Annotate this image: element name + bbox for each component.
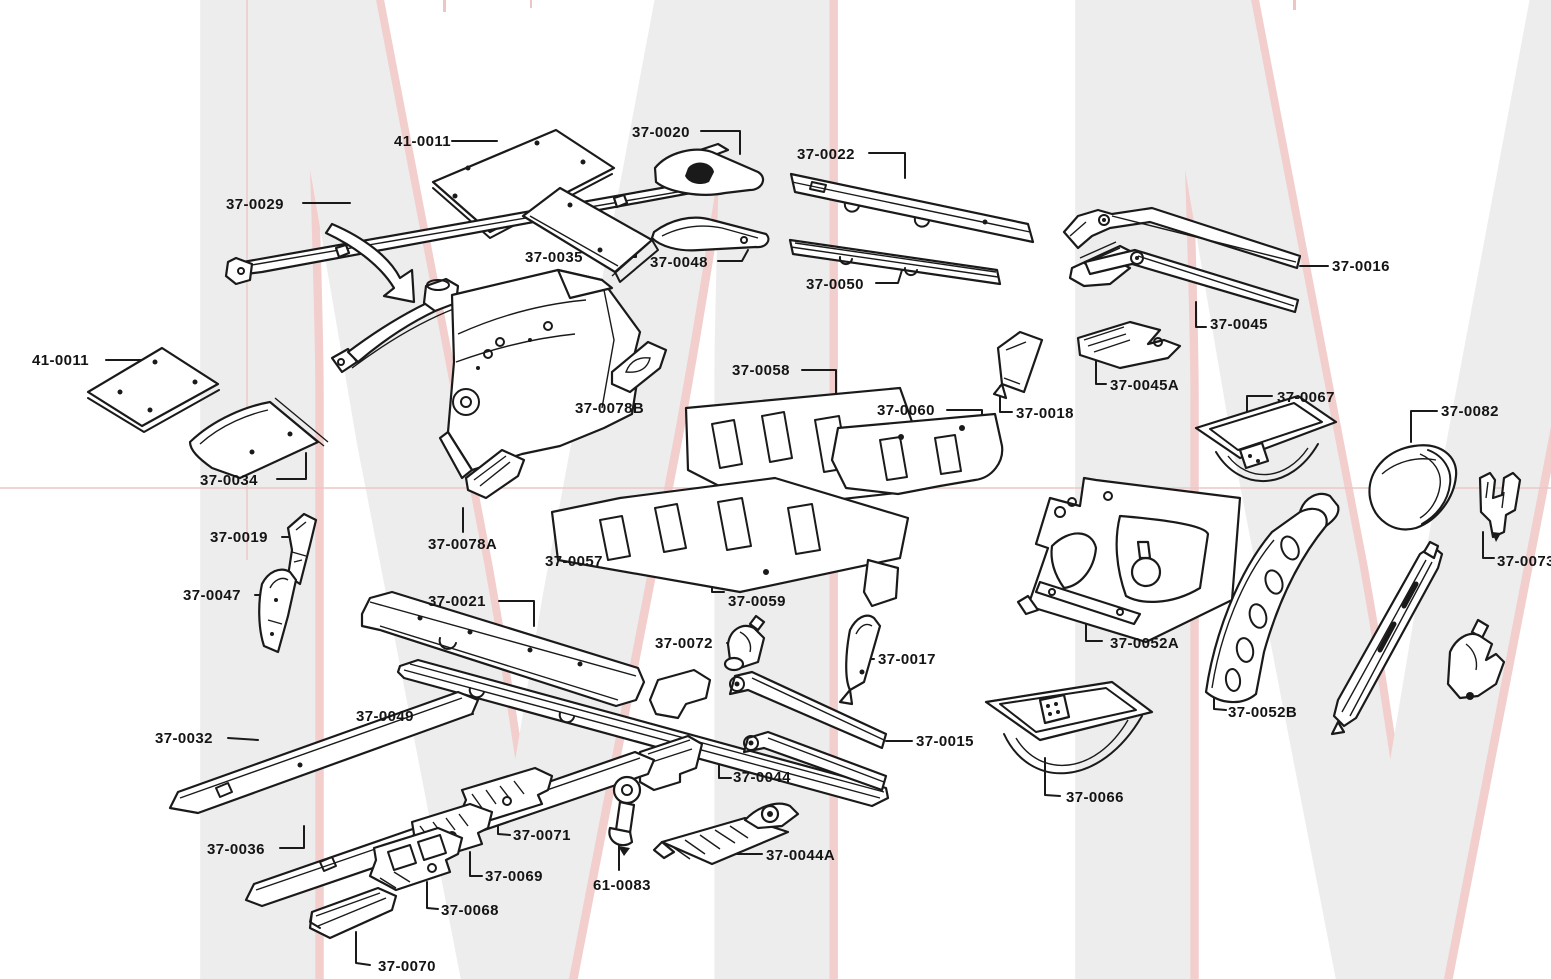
part-37-0073-drawing (1478, 471, 1522, 542)
part-label-37-0052B: 37-0052B (1228, 704, 1298, 721)
part-37-0017-drawing (838, 614, 882, 706)
part-main-assembly-drawing (330, 268, 642, 480)
leader-37-0034 (276, 452, 307, 480)
part-label-37-0052A: 37-0052A (1110, 635, 1180, 652)
part-label-37-0045: 37-0045 (1210, 316, 1268, 333)
part-label-37-0016: 37-0016 (1332, 258, 1390, 275)
part-label-37-0032: 37-0032 (155, 730, 213, 747)
leader-37-0045 (1195, 301, 1207, 328)
leader-37-0045A (1095, 356, 1107, 385)
part-label-37-0036: 37-0036 (207, 841, 265, 858)
leader-37-0070 (355, 931, 371, 966)
leader-37-0082 (1410, 410, 1438, 443)
part-label-37-0060: 37-0060 (877, 402, 935, 419)
part-label-37-0069: 37-0069 (485, 868, 543, 885)
part-label-37-0029: 37-0029 (226, 196, 284, 213)
part-label-37-0044A: 37-0044A (766, 847, 836, 864)
part-37-0032-drawing (168, 690, 480, 815)
part-label-37-0058: 37-0058 (732, 362, 790, 379)
leader-37-0067 (1246, 395, 1273, 419)
part-label-41-0011-top: 41-0011 (394, 133, 452, 150)
part-label-37-0018: 37-0018 (1016, 405, 1074, 422)
part-label-37-0059: 37-0059 (728, 593, 786, 610)
part-label-37-0072: 37-0072 (655, 635, 713, 652)
part-label-37-0047: 37-0047 (183, 587, 241, 604)
part-37-0057-drawing (550, 476, 910, 608)
part-37-0045-drawing (1068, 241, 1300, 314)
part-37-0019-drawing (286, 512, 318, 586)
part-37-0048-drawing (650, 216, 770, 252)
leader-37-0032 (227, 737, 259, 741)
part-37-0067-drawing (1194, 394, 1338, 483)
part-37-0047-drawing (258, 568, 298, 654)
part-37-0078B-drawing (610, 340, 668, 394)
part-label-37-0071: 37-0071 (513, 827, 571, 844)
part-label-37-0021: 37-0021 (428, 593, 486, 610)
part-label-37-0068: 37-0068 (441, 902, 499, 919)
part-37-0020-drawing (653, 142, 765, 196)
part-label-37-0017: 37-0017 (878, 651, 936, 668)
part-label-61-0083: 61-0083 (593, 877, 651, 894)
part-37-0016-drawing (1062, 206, 1302, 270)
leader-37-0069 (469, 851, 483, 877)
part-37-0068-drawing (368, 826, 464, 892)
part-37-0072-drawing (723, 614, 766, 672)
part-37-0022-drawing (789, 172, 1035, 244)
part-label-37-0082: 37-0082 (1441, 403, 1499, 420)
part-37-0035-drawing (521, 186, 659, 283)
leader-37-0022 (868, 152, 906, 179)
part-label-37-0070: 37-0070 (378, 958, 436, 975)
part-label-37-0067: 37-0067 (1277, 389, 1335, 406)
part-37-0052A-drawing (1016, 476, 1242, 644)
part-37-0015-drawing (648, 668, 888, 750)
part-label-37-0034: 37-0034 (200, 472, 258, 489)
part-37-0049-drawing (396, 658, 890, 808)
part-37-0078A-drawing (464, 448, 526, 500)
leader-37-0068 (426, 881, 439, 910)
part-label-37-0022: 37-0022 (797, 146, 855, 163)
part-37-0052B-drawing (1204, 492, 1340, 704)
part-label-37-0044: 37-0044 (733, 769, 791, 786)
part-37-0018-drawing (992, 330, 1044, 400)
part-37-0066-drawing (984, 680, 1154, 775)
leader-37-0020 (700, 130, 741, 155)
part-label-37-0045A: 37-0045A (1110, 377, 1180, 394)
part-61-0083-drawing (608, 775, 642, 856)
leader-37-0073 (1482, 531, 1495, 559)
part-label-37-0078A: 37-0078A (428, 536, 498, 553)
part-label-37-0019: 37-0019 (210, 529, 268, 546)
part-37-0070-drawing (308, 886, 398, 940)
part-label-37-0078B: 37-0078B (575, 400, 645, 417)
part-label-41-0011-left: 41-0011 (32, 352, 90, 369)
part-label-37-0048: 37-0048 (650, 254, 708, 271)
part-41-0011-left-drawing (86, 346, 220, 433)
part-label-37-0057: 37-0057 (545, 553, 603, 570)
part-label-37-0015: 37-0015 (916, 733, 974, 750)
part-label-37-0035: 37-0035 (525, 249, 583, 266)
leader-37-0036 (279, 825, 305, 849)
part-label-37-0073: 37-0073 (1497, 553, 1551, 570)
part-37-0060-drawing (830, 412, 1004, 496)
leader-37-0058 (801, 369, 837, 401)
leader-37-0048 (717, 249, 749, 262)
part-37-0045A-drawing (1076, 320, 1182, 370)
part-37-0044A-drawing (652, 802, 800, 866)
part-label-37-0050: 37-0050 (806, 276, 864, 293)
part-37-0034-drawing (188, 397, 329, 480)
leader-37-0021 (498, 600, 535, 627)
leader-37-0050 (875, 269, 903, 284)
part-sill-rail-unlabeled-drawing (1330, 540, 1444, 736)
part-bracket-unlabeled-drawing (1446, 618, 1506, 700)
part-37-0021-drawing (360, 590, 646, 708)
part-37-0082-drawing (1368, 444, 1458, 531)
part-37-0044-drawing (638, 730, 888, 792)
part-label-37-0020: 37-0020 (632, 124, 690, 141)
part-label-37-0049: 37-0049 (356, 708, 414, 725)
part-37-0050-drawing (788, 238, 1002, 286)
part-label-37-0066: 37-0066 (1066, 789, 1124, 806)
